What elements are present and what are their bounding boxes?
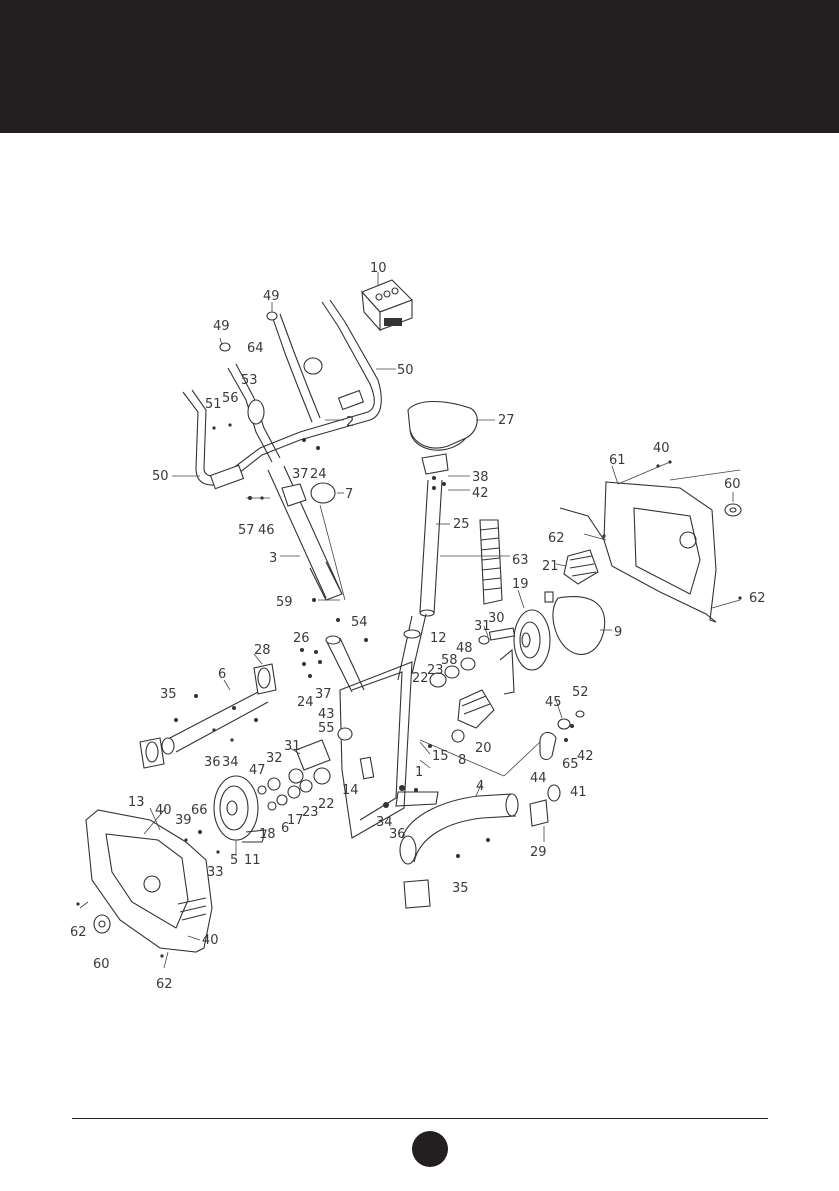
callout-43: 43	[318, 707, 335, 722]
callout-14: 14	[342, 783, 359, 798]
callout-24-mid: 24	[297, 695, 314, 710]
main-frame-part	[326, 614, 438, 838]
callout-22-mid: 22	[318, 797, 335, 812]
callout-20: 20	[475, 741, 492, 756]
callout-50-left: 50	[152, 469, 169, 484]
callout-61: 61	[609, 453, 626, 468]
callout-36-frame: 36	[389, 827, 406, 842]
callout-22-top: 22	[412, 671, 429, 686]
callout-46: 46	[258, 523, 275, 538]
callout-41: 41	[570, 785, 587, 800]
callout-42-mid: 42	[577, 749, 594, 764]
bellows-part	[440, 520, 510, 604]
callout-62-left-bottom: 62	[156, 977, 173, 992]
callout-2: 2	[346, 415, 354, 430]
callout-47: 47	[249, 763, 266, 778]
callout-10: 10	[370, 261, 387, 276]
callout-1: 1	[415, 765, 423, 780]
callout-49-b: 49	[263, 289, 280, 304]
callout-55: 55	[318, 721, 335, 736]
callout-51: 51	[205, 397, 222, 412]
callout-29: 29	[530, 845, 547, 860]
front-stabilizer-part	[140, 654, 276, 768]
bearing-part	[725, 492, 741, 516]
callout-6-stabilizer: 6	[218, 667, 226, 682]
callout-24-top: 24	[310, 467, 327, 482]
callout-3: 3	[269, 551, 277, 566]
callout-32: 32	[266, 751, 283, 766]
callout-42-top: 42	[472, 486, 489, 501]
callout-37-top: 37	[292, 467, 309, 482]
callout-49-a: 49	[213, 319, 230, 334]
callout-15: 15	[432, 749, 449, 764]
callout-64: 64	[247, 341, 264, 356]
callout-39: 39	[175, 813, 192, 828]
callout-62-right-bottom: 62	[749, 591, 766, 606]
callout-18: 18	[259, 827, 276, 842]
callout-35-bottom: 35	[452, 881, 469, 896]
footer-rule	[72, 1118, 768, 1119]
callout-38: 38	[472, 470, 489, 485]
callout-26: 26	[293, 631, 310, 646]
callout-56: 56	[222, 391, 239, 406]
callout-52: 52	[572, 685, 589, 700]
callout-59: 59	[276, 595, 293, 610]
callout-12: 12	[430, 631, 447, 646]
callout-48: 48	[456, 641, 473, 656]
handlebar-part	[172, 300, 396, 489]
callout-66: 66	[191, 803, 208, 818]
callout-40-left-top: 40	[155, 803, 172, 818]
callout-27: 27	[498, 413, 515, 428]
callout-8: 8	[458, 753, 466, 768]
callout-36-top: 36	[204, 755, 221, 770]
callout-9: 9	[614, 625, 622, 640]
callout-60-bottom: 60	[93, 957, 110, 972]
callout-37-mid: 37	[315, 687, 332, 702]
callout-54: 54	[351, 615, 368, 630]
callout-34-top: 34	[222, 755, 239, 770]
callout-35-top: 35	[160, 687, 177, 702]
callout-30: 30	[488, 611, 505, 626]
callout-45: 45	[545, 695, 562, 710]
callout-23-mid: 23	[302, 805, 319, 820]
callout-4: 4	[476, 779, 484, 794]
callout-28: 28	[254, 643, 271, 658]
page-number-dot	[412, 1131, 448, 1167]
callout-7: 7	[345, 487, 353, 502]
callout-60-top: 60	[724, 477, 741, 492]
callout-5: 5	[230, 853, 238, 868]
pulley-part	[514, 590, 612, 670]
callout-50-right: 50	[397, 363, 414, 378]
callout-62-left-top: 62	[70, 925, 87, 940]
callout-21: 21	[542, 559, 559, 574]
callout-40-right: 40	[653, 441, 670, 456]
rear-stabilizer-part	[400, 782, 548, 908]
callout-23-top: 23	[427, 663, 444, 678]
callout-62-right-top: 62	[548, 531, 565, 546]
callout-40-left-bottom: 40	[202, 933, 219, 948]
left-cover-part	[80, 808, 212, 968]
callout-33: 33	[207, 865, 224, 880]
callout-19: 19	[512, 577, 529, 592]
callout-25: 25	[453, 517, 470, 532]
callout-63: 63	[512, 553, 529, 568]
callout-31-mid: 31	[284, 739, 301, 754]
callout-57: 57	[238, 523, 255, 538]
callout-65: 65	[562, 757, 579, 772]
callout-44: 44	[530, 771, 547, 786]
callout-11: 11	[244, 853, 261, 868]
callout-53: 53	[241, 373, 258, 388]
callout-13: 13	[128, 795, 145, 810]
seat-part	[408, 402, 495, 617]
pedal-part	[545, 550, 598, 602]
console-part	[362, 272, 412, 330]
